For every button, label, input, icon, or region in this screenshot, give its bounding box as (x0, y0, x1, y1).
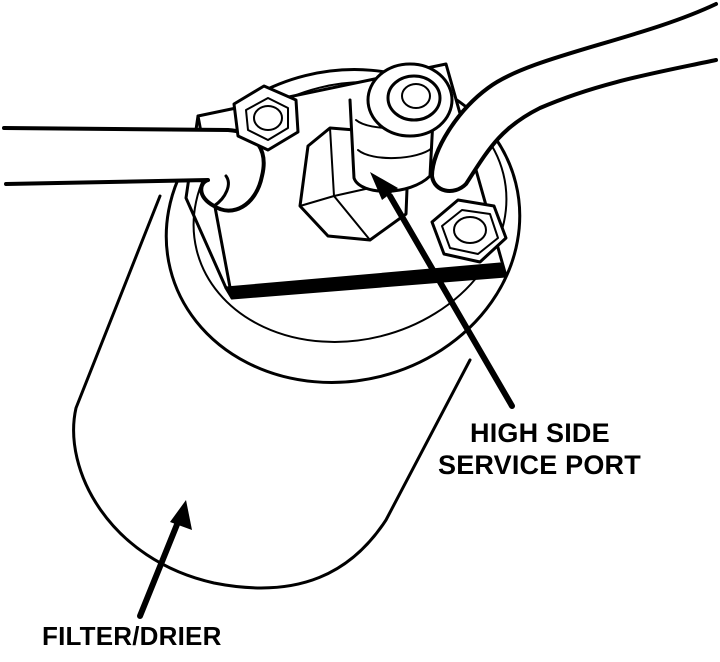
high-side-label-line1: HIGH SIDE (470, 418, 610, 448)
right-bolt (430, 198, 508, 264)
filter-drier-arrow (137, 500, 192, 619)
high-side-service-port (298, 62, 454, 242)
left-bolt (232, 84, 300, 152)
filter-drier-label: FILTER/DRIER (42, 621, 222, 651)
left-line-inner (212, 174, 230, 208)
filter-drier-rim (192, 81, 508, 343)
high-side-label-line2: SERVICE PORT (438, 450, 641, 480)
right-refrigerant-line (430, 2, 718, 193)
left-refrigerant-line (2, 126, 266, 213)
service-port-arrow (370, 172, 515, 409)
filter-drier-body (72, 194, 472, 590)
